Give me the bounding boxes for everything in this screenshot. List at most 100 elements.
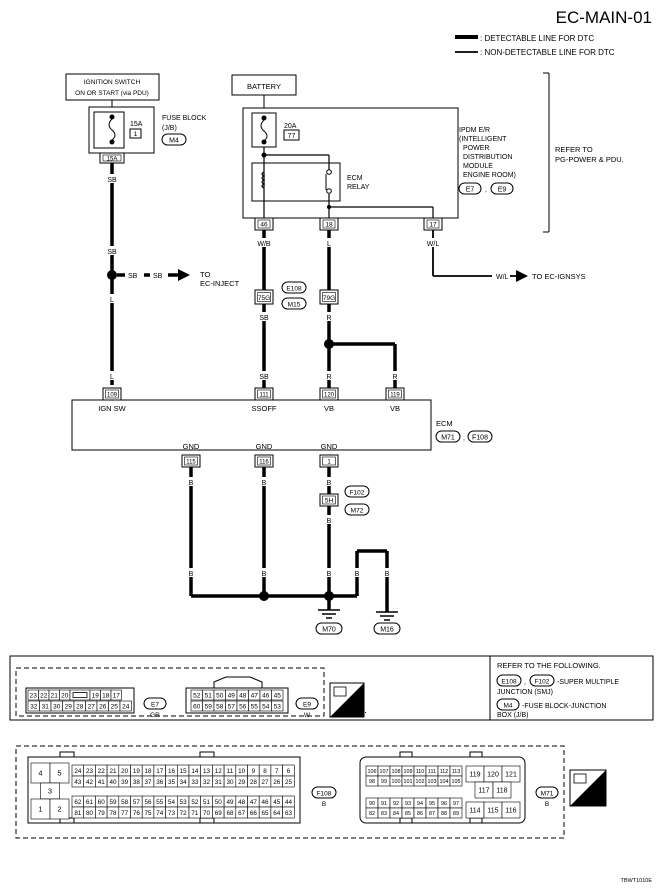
svg-text:,: , <box>524 679 526 686</box>
pin-number: 54 <box>168 799 176 806</box>
pin-number: 105 <box>452 779 461 785</box>
wire-label-b-5: B <box>189 571 194 578</box>
pin-number: 61 <box>86 799 94 806</box>
pin-number: 83 <box>381 811 387 817</box>
relay-label2: RELAY <box>347 184 370 191</box>
wire-label-b-2: B <box>262 480 267 487</box>
figure-code: TBWT1010E <box>621 878 653 884</box>
ipdm-term-17: 17 <box>429 222 437 229</box>
pin-number: 14 <box>191 768 199 775</box>
pin-number: 78 <box>109 810 117 817</box>
refer-c2: M4 <box>503 703 512 710</box>
pin-number: 80 <box>86 810 94 817</box>
wire-label-r-3: R <box>392 374 397 381</box>
pin-number: 113 <box>452 769 461 775</box>
pin-number: 58 <box>121 799 129 806</box>
refer-fb-2: BOX (J/B) <box>497 712 529 719</box>
m71-color: B <box>545 801 549 808</box>
pin-number: 24 <box>122 703 130 710</box>
ecm-term-115: 115 <box>186 460 196 466</box>
pin-number: 4 <box>38 769 42 778</box>
pin-number: 31 <box>42 703 50 710</box>
pin-number: 20 <box>121 768 129 775</box>
fuse-15a-symbol <box>108 118 116 141</box>
pin-number: 117 <box>478 788 489 795</box>
legend-detectable: : DETECTABLE LINE FOR DTC <box>480 34 594 43</box>
fuse-block-amp: 15A <box>130 121 143 128</box>
pin-number: 74 <box>156 810 164 817</box>
pin-number: 121 <box>505 772 517 779</box>
pin-number: 29 <box>65 703 73 710</box>
pin-number: 25 <box>285 779 293 786</box>
ipdm-line-3: DISTRIBUTION <box>463 154 512 161</box>
ecm-conn-m71: M71 <box>441 435 455 442</box>
pin-number: 71 <box>191 810 199 817</box>
pin-number: 46 <box>262 692 270 699</box>
refer-fb-1: -FUSE BLOCK-JUNCTION <box>522 703 606 710</box>
e9-color: W <box>304 712 311 719</box>
pin-number: 42 <box>86 779 94 786</box>
pin-number: 57 <box>133 799 141 806</box>
wire-label-b-1: B <box>189 480 194 487</box>
pin-number: 68 <box>226 810 234 817</box>
fuse-block-label2: (J/B) <box>162 125 177 132</box>
wire-label-b-4: B <box>327 518 332 525</box>
pin-number: 13 <box>203 768 211 775</box>
pin-number: 118 <box>496 788 507 795</box>
wire-label-r-1: R <box>326 315 331 322</box>
smj-term-75g: 75G <box>258 295 270 302</box>
f108-color: B <box>322 801 326 808</box>
pin-number: 36 <box>156 779 164 786</box>
pin-number: 65 <box>262 810 270 817</box>
ecm-relay-box <box>251 162 341 202</box>
pin-number: 101 <box>404 779 413 785</box>
pin-number: 10 <box>238 768 246 775</box>
connector-reference-frame <box>9 655 654 721</box>
ecm-pin-vb-2: VB <box>390 404 400 413</box>
pin-number: 5 <box>57 769 61 778</box>
pin-number: 102 <box>416 779 425 785</box>
ipdm-line-4: MODULE <box>463 163 493 170</box>
pin-number: 98 <box>369 779 375 785</box>
smj-term-79g: 79G <box>323 295 335 302</box>
fuse-block-num: 1 <box>134 131 138 138</box>
pin-number: 47 <box>250 799 258 806</box>
pin-number: 40 <box>109 779 117 786</box>
f108-m71-frame <box>15 745 565 839</box>
pin-number: 43 <box>74 779 82 786</box>
pin-number: 90 <box>369 801 375 807</box>
pin-number: 77 <box>121 810 129 817</box>
wire-label-wb: W/B <box>257 241 271 248</box>
pin-number: 32 <box>30 703 38 710</box>
pin-number: 56 <box>239 703 247 710</box>
pin-number: 22 <box>40 692 48 699</box>
pin-number: 72 <box>180 810 188 817</box>
inject-wire-sb-1: SB <box>128 273 138 280</box>
pin-number: 55 <box>156 799 164 806</box>
pin-number: 58 <box>216 703 224 710</box>
ecm-term-111: 111 <box>259 393 269 399</box>
pin-number: 120 <box>487 772 499 779</box>
refer-line1: REFER TO <box>555 145 593 154</box>
wire-label-l-2: L <box>110 374 114 381</box>
wire-label-sb-3: SB <box>259 315 269 322</box>
refer-c1: E108 <box>501 679 517 686</box>
ecm-box <box>71 399 432 451</box>
ecm-pin-ign-sw: IGN SW <box>98 404 126 413</box>
e7-conn: E7 <box>151 702 159 709</box>
fuse-20a-symbol <box>260 119 268 142</box>
pin-number: 21 <box>109 768 117 775</box>
pin-number: 23 <box>30 692 38 699</box>
wire-label-sb-1: SB <box>107 177 117 184</box>
pin-number: 95 <box>429 801 435 807</box>
ignition-line1: IGNITION SWITCH <box>84 79 141 86</box>
pin-number: 114 <box>469 808 480 815</box>
wire-label-sb-2: SB <box>107 249 117 256</box>
hs-label-2: H.S. <box>591 797 605 804</box>
pin-number: 109 <box>404 769 413 775</box>
pin-number: 11 <box>227 768 234 775</box>
joint-term-5h: 5H <box>325 498 334 505</box>
